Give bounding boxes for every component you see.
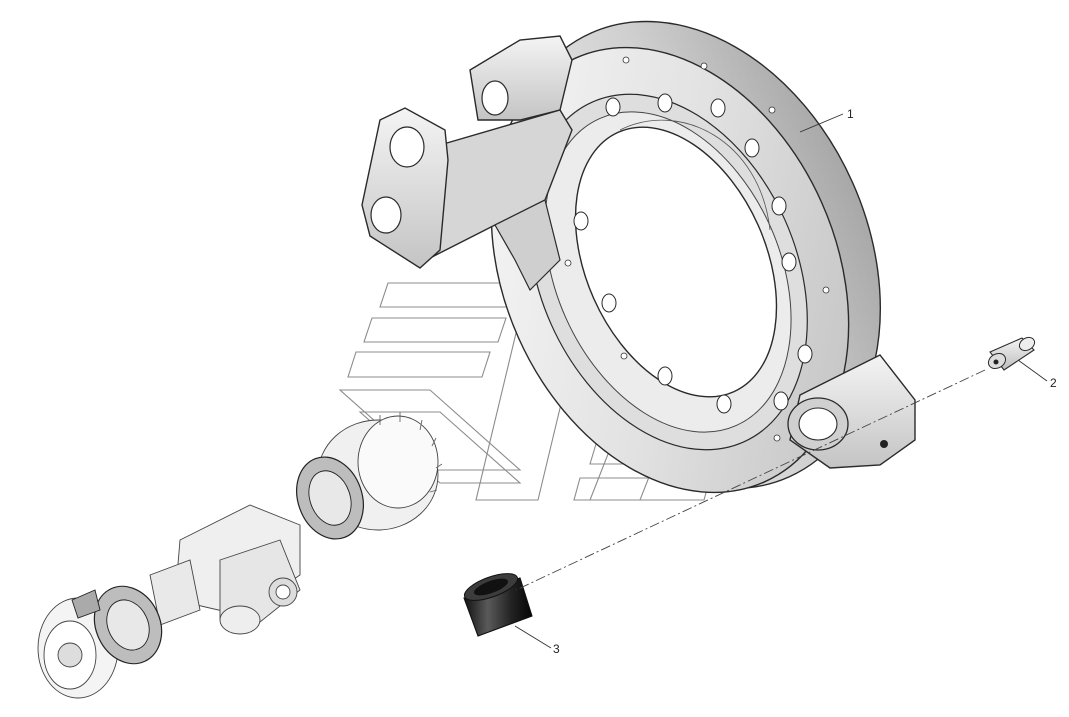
part-2-pin: [987, 336, 1036, 371]
leader-lines: [514, 113, 1048, 649]
callout-2: 2: [1050, 376, 1057, 390]
callout-3: 3: [553, 642, 560, 656]
part-3-bushing: [463, 573, 533, 637]
locator-axle-assembly: [37, 412, 443, 699]
assembly-axis-line: [515, 369, 986, 591]
part-1-housing: [361, 20, 916, 494]
callout-1: 1: [847, 107, 854, 121]
